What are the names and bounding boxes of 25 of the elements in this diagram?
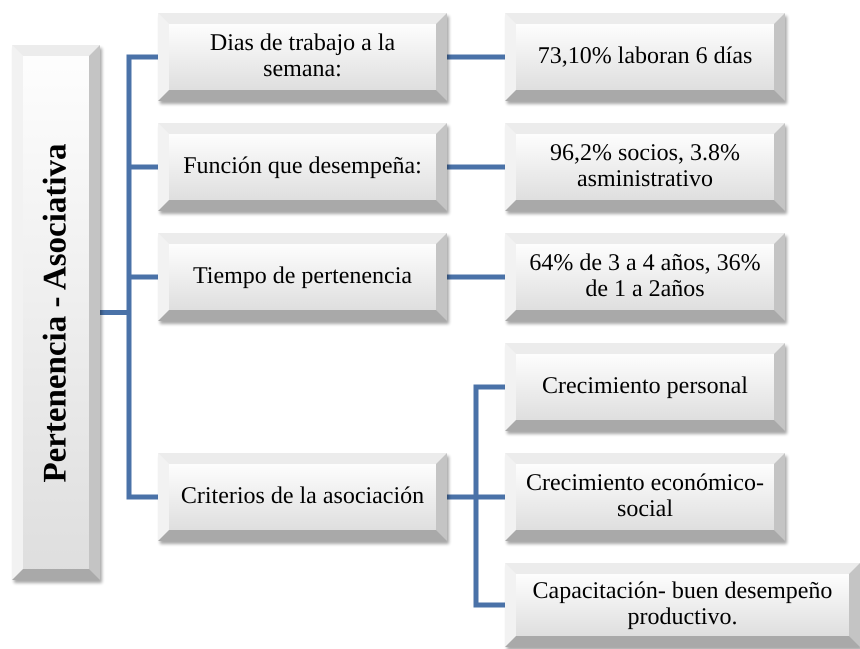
box-text: Dias de trabajo a la semana: xyxy=(208,31,396,83)
text-box xyxy=(505,453,785,541)
box-text: Criterios de la asociación xyxy=(180,484,424,510)
connector-line xyxy=(447,164,505,170)
text-box xyxy=(505,343,785,431)
box-text: 96,2% socios, 3.8% asministrativo xyxy=(549,141,741,193)
box-text: Crecimiento económico-social xyxy=(525,471,765,523)
box-text: Tiempo de pertenencia xyxy=(192,264,412,290)
text-box xyxy=(158,233,447,321)
connector-line xyxy=(447,274,505,280)
box-text: Función que desempeña: xyxy=(183,154,422,180)
text-box xyxy=(505,13,785,101)
vertical-title: Pertenencia - Asociativa xyxy=(40,142,72,482)
box-text: Capacitación- buen desempeño productivo. xyxy=(532,579,834,631)
box-text: 73,10% laboran 6 días xyxy=(538,44,752,70)
text-box xyxy=(158,453,447,541)
connector-line xyxy=(447,54,505,60)
category-box xyxy=(12,45,100,580)
text-box xyxy=(158,13,447,101)
text-box xyxy=(505,563,860,647)
text-box xyxy=(505,123,785,211)
box-text: Crecimiento personal xyxy=(542,374,748,400)
text-box xyxy=(158,123,447,211)
text-box xyxy=(505,233,785,321)
box-text: 64% de 3 a 4 años, 36% de 1 a 2años xyxy=(528,251,762,303)
